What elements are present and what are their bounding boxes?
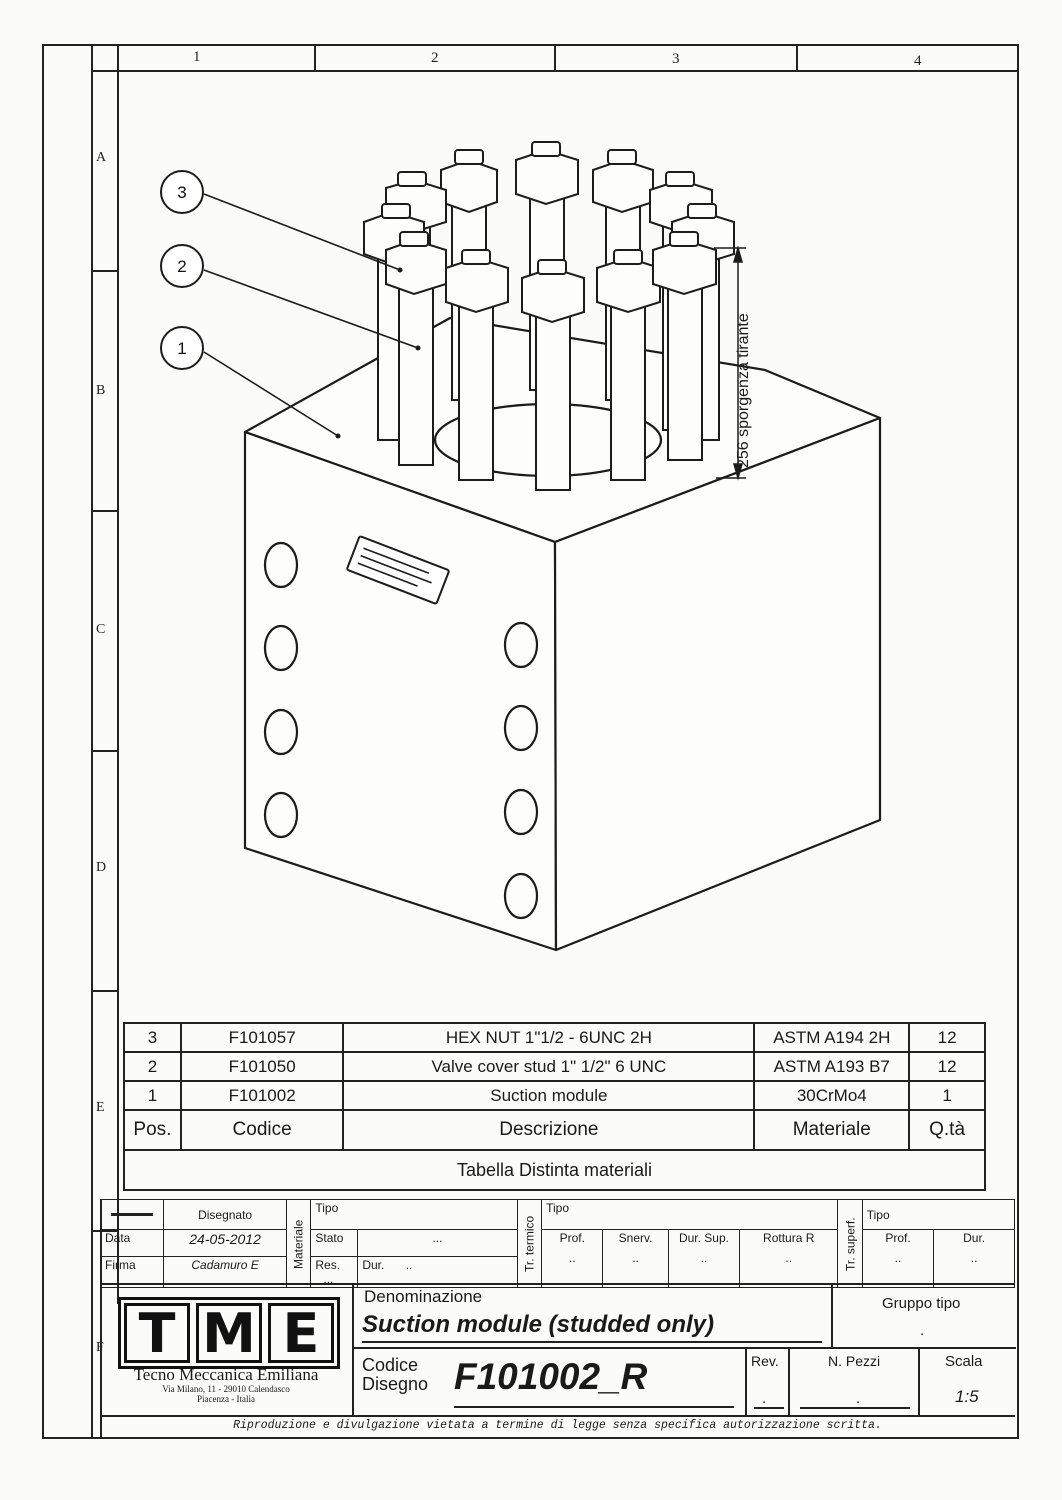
pezzi-label: N. Pezzi	[828, 1353, 881, 1369]
isometric-drawing: 256 sporgenza tirante 3 2 1	[160, 141, 882, 952]
port-holes	[263, 541, 539, 920]
ts-col-prof: Prof...	[861, 1229, 935, 1288]
zone-col-4: 4	[914, 53, 922, 69]
zone-row-e: E	[96, 1100, 105, 1115]
bom-material: 30CrMo4	[753, 1080, 911, 1111]
scala-value: 1:5	[955, 1387, 979, 1406]
denominazione-label: Denominazione	[364, 1287, 483, 1306]
tr-superf-label: Tr. superf.	[837, 1199, 863, 1288]
bom-desc: HEX NUT 1"1/2 - 6UNC 2H	[342, 1022, 756, 1053]
scala-label: Scala	[945, 1353, 983, 1370]
dimension-label: 256 sporgenza tirante	[735, 313, 752, 468]
bom-header-row: Pos. Codice Descrizione Materiale Q.tà	[123, 1109, 986, 1151]
rev-value: .	[762, 1390, 767, 1407]
block-right-face	[553, 416, 882, 952]
tt-col-rottura: Rottura R..	[739, 1229, 839, 1288]
bom-header-material: Materiale	[753, 1109, 911, 1151]
materiale-label: Materiale	[286, 1199, 311, 1288]
drawn-dash	[99, 1199, 165, 1230]
gruppo-tipo-value: .	[920, 1322, 925, 1339]
balloon-2-label: 2	[177, 257, 186, 276]
stud-front-5	[652, 231, 717, 461]
dimension-line	[714, 245, 746, 481]
balloon-3-label: 3	[177, 183, 186, 202]
reproduction-notice: Riproduzione e divulgazione vietata a te…	[233, 1419, 882, 1432]
leaders	[203, 193, 419, 437]
balloon-3	[160, 170, 204, 214]
zone-row-f: F	[96, 1340, 104, 1356]
tipo-label: Tipo	[310, 1199, 518, 1230]
balloon-1-label: 1	[177, 339, 186, 358]
table-row: 3 F101057 HEX NUT 1"1/2 - 6UNC 2H ASTM A…	[123, 1022, 986, 1053]
stud-front-1	[385, 231, 447, 466]
leader-dots	[335, 267, 421, 439]
bom-desc: Suction module	[342, 1080, 756, 1111]
bom-material: ASTM A193 B7	[753, 1051, 911, 1082]
company-address: Via Milano, 11 - 29010 Calendasco Piacen…	[162, 1384, 290, 1404]
sign-value: Cadamuro E	[163, 1256, 287, 1288]
codice-value: F101002_R	[454, 1356, 648, 1397]
logo-letter-e: E	[268, 1302, 334, 1365]
bom-qty: 12	[908, 1022, 986, 1053]
zone-row-d: D	[96, 860, 107, 875]
bom-desc: Valve cover stud 1" 1/2" 6 UNC	[342, 1051, 756, 1082]
ts-tipo-label: Tipo	[861, 1199, 1016, 1230]
bom-table: 3 F101057 HEX NUT 1"1/2 - 6UNC 2H ASTM A…	[123, 1022, 986, 1191]
stud-front-4	[596, 249, 661, 481]
bom-qty: 1	[908, 1080, 986, 1111]
title-block-upper: Disegnato Materiale Tipo Tr. termico Tip…	[99, 1199, 1016, 1288]
tme-logo: T M E	[118, 1297, 340, 1369]
logo-letter-m: M	[196, 1302, 262, 1365]
zone-col-1: 1	[193, 49, 201, 65]
bom-header-desc: Descrizione	[342, 1109, 756, 1151]
bom-caption: Tabella Distinta materiali	[123, 1149, 986, 1191]
pezzi-value: .	[856, 1390, 861, 1407]
bom-qty: 12	[908, 1051, 986, 1082]
bom-header-qty: Q.tà	[908, 1109, 986, 1151]
ts-col-dur: Dur...	[933, 1229, 1015, 1288]
logo-letter-t: T	[124, 1302, 190, 1365]
date-value: 24-05-2012	[163, 1229, 287, 1257]
bom-code: F101002	[179, 1080, 345, 1111]
balloon-1	[160, 326, 204, 370]
bom-header-code: Codice	[179, 1109, 345, 1151]
tr-termico-label: Tr. termico	[517, 1199, 542, 1288]
bom-pos: 3	[123, 1022, 182, 1053]
studs	[363, 141, 735, 491]
codice-disegno-label: Codice Disegno	[362, 1355, 429, 1394]
tt-tipo-label: Tipo	[541, 1199, 839, 1230]
table-row: 2 F101050 Valve cover stud 1" 1/2" 6 UNC…	[123, 1051, 986, 1082]
zone-col-3: 3	[672, 51, 680, 67]
company-name: Tecno Meccanica Emiliana	[133, 1365, 319, 1384]
sign-label: Firma	[99, 1256, 165, 1288]
bom-header-pos: Pos.	[123, 1109, 182, 1151]
stato-value: ...	[357, 1229, 518, 1257]
drawn-label: Disegnato	[163, 1199, 287, 1230]
balloon-2	[160, 244, 204, 288]
bom-code: F101050	[179, 1051, 345, 1082]
gruppo-tipo-label: Gruppo tipo	[882, 1295, 961, 1312]
denominazione-value: Suction module (studded only)	[362, 1311, 714, 1338]
dur-cell: Dur. ..	[357, 1256, 518, 1288]
zone-row-a: A	[96, 150, 107, 165]
zone-row-b: B	[96, 383, 106, 398]
bom-pos: 1	[123, 1080, 182, 1111]
bom-code: F101057	[179, 1022, 345, 1053]
stud-front-2	[445, 249, 509, 481]
table-row: 1 F101002 Suction module 30CrMo4 1	[123, 1080, 986, 1111]
bom-pos: 2	[123, 1051, 182, 1082]
stud-front-3	[521, 259, 585, 491]
date-label: Data	[99, 1229, 165, 1257]
zone-col-2: 2	[431, 50, 439, 66]
zone-row-c: C	[96, 622, 106, 637]
stato-label: Stato	[310, 1229, 359, 1257]
bom-material: ASTM A194 2H	[753, 1022, 911, 1053]
tt-col-prof: Prof...	[541, 1229, 604, 1288]
rev-label: Rev.	[751, 1353, 779, 1369]
nameplate	[346, 535, 450, 605]
tt-col-snerv: Snerv...	[602, 1229, 669, 1288]
tt-col-dur-sup: Dur. Sup...	[667, 1229, 741, 1288]
